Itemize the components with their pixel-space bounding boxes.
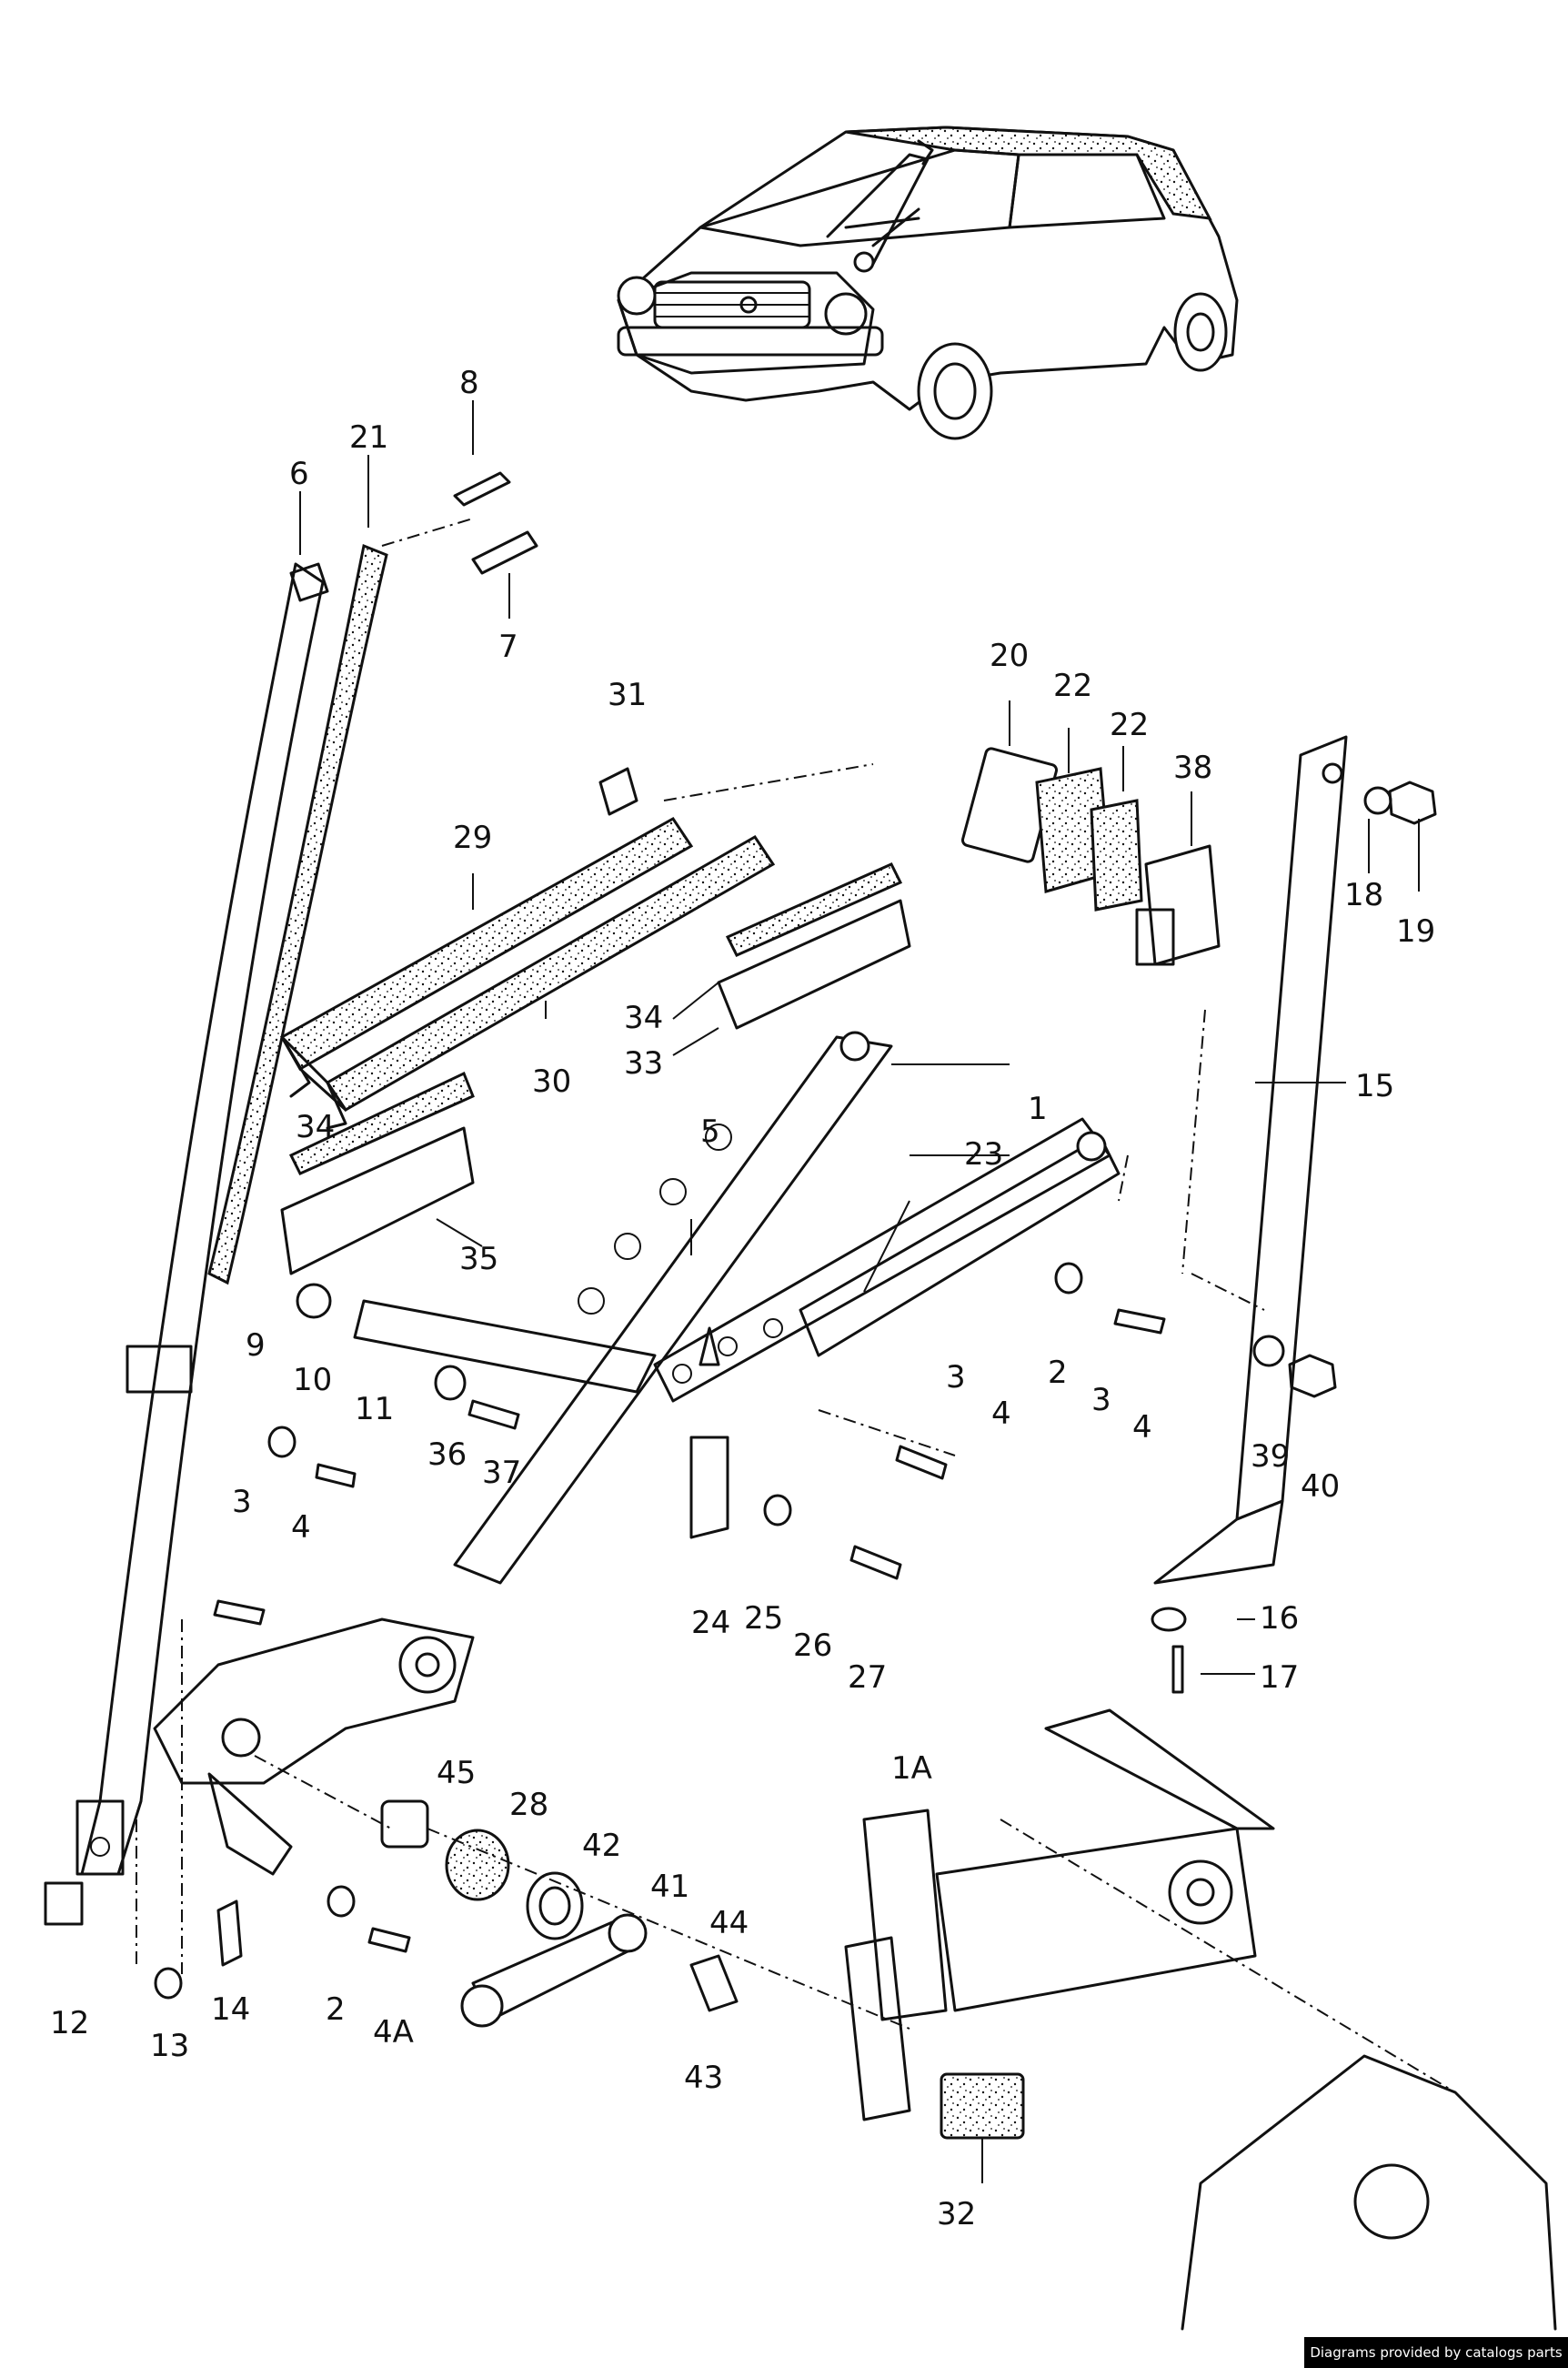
- callout-3c: 3: [232, 1484, 252, 1520]
- callout-9: 9: [246, 1327, 266, 1364]
- callout-42: 42: [582, 1828, 621, 1864]
- callout-34b: 34: [296, 1109, 335, 1145]
- window-channel-front: [75, 543, 388, 1876]
- callout-27: 27: [848, 1659, 887, 1696]
- callout-5: 5: [700, 1113, 720, 1150]
- callout-6: 6: [289, 456, 309, 492]
- callout-36: 36: [427, 1436, 467, 1473]
- callout-10: 10: [293, 1362, 332, 1398]
- callout-41: 41: [650, 1869, 689, 1905]
- window-regulator-arms: [353, 1031, 1121, 1585]
- callout-20: 20: [990, 638, 1029, 674]
- callout-35: 35: [459, 1241, 498, 1277]
- electric-regulator: [844, 1708, 1557, 2331]
- callout-33: 33: [624, 1045, 663, 1082]
- diagram-credit: Diagrams provided by catalogs parts: [1304, 2337, 1568, 2368]
- callout-3a: 3: [1091, 1382, 1111, 1418]
- callout-43: 43: [684, 2060, 723, 2096]
- callout-26: 26: [793, 1627, 832, 1664]
- leader-lines: [136, 400, 1456, 2183]
- callout-21: 21: [349, 419, 388, 456]
- hardware-fasteners: [44, 471, 1337, 2000]
- callout-19: 19: [1396, 913, 1435, 950]
- callout-30: 30: [532, 1063, 571, 1100]
- callout-34a: 34: [624, 1000, 663, 1036]
- regulator-base-plate: [153, 1617, 475, 1876]
- clip-part: [598, 767, 638, 816]
- callout-3b: 3: [946, 1359, 966, 1396]
- callout-11: 11: [355, 1391, 394, 1427]
- callout-13: 13: [150, 2028, 189, 2064]
- callout-16: 16: [1260, 1600, 1299, 1637]
- callout-45: 45: [437, 1755, 476, 1791]
- mounting-pads: [960, 747, 1221, 966]
- callout-7: 7: [498, 629, 518, 665]
- callout-17: 17: [1260, 1659, 1299, 1696]
- callout-4b: 4: [991, 1396, 1011, 1432]
- callout-29: 29: [453, 820, 492, 856]
- callout-25: 25: [744, 1600, 783, 1637]
- callout-8: 8: [459, 365, 479, 401]
- callout-1: 1: [1028, 1091, 1048, 1127]
- callout-24: 24: [691, 1605, 730, 1641]
- callout-4a: 4: [1132, 1409, 1152, 1446]
- callout-12: 12: [50, 2005, 89, 2041]
- callout-2a: 2: [1048, 1355, 1068, 1391]
- car-illustration: [617, 126, 1239, 440]
- callout-2b: 2: [326, 1991, 346, 2028]
- crank-assembly: [380, 1799, 739, 2028]
- callout-37: 37: [482, 1455, 521, 1491]
- guide-rails: [280, 862, 911, 1319]
- callout-39: 39: [1251, 1438, 1290, 1475]
- rear-guide-rail: [1153, 735, 1437, 1585]
- callout-28: 28: [509, 1787, 548, 1823]
- callout-labels: 8 21 6 7 31 29 20 22 22 38 18 19 15 34 3…: [50, 365, 1435, 2232]
- window-sill-strips: [279, 817, 776, 1130]
- callout-14: 14: [211, 1991, 250, 2028]
- callout-1A: 1A: [891, 1750, 932, 1787]
- callout-38: 38: [1173, 750, 1212, 786]
- callout-22a: 22: [1053, 668, 1092, 704]
- callout-22b: 22: [1110, 707, 1149, 743]
- callout-4c: 4: [291, 1509, 311, 1546]
- callout-40: 40: [1301, 1468, 1340, 1505]
- callout-4A: 4A: [373, 2014, 414, 2051]
- callout-32: 32: [937, 2196, 976, 2232]
- callout-44: 44: [709, 1905, 749, 1941]
- callout-18: 18: [1344, 877, 1383, 913]
- callout-23: 23: [964, 1136, 1003, 1173]
- callout-31: 31: [608, 677, 647, 713]
- callout-15: 15: [1355, 1068, 1394, 1104]
